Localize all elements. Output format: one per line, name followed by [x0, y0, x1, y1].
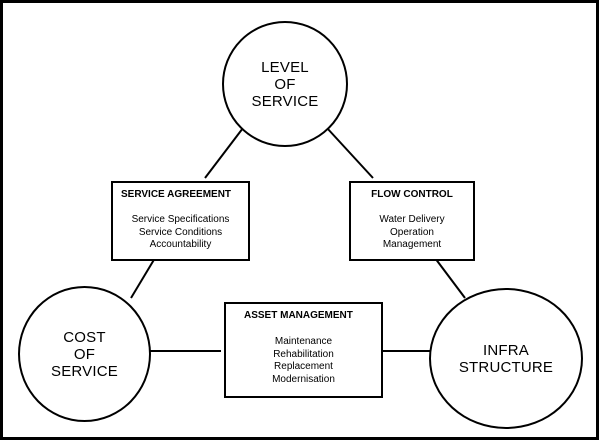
service-agreement-item: Accountability	[149, 239, 212, 250]
connector-lines	[130, 127, 466, 352]
flow-control-title: FLOW CONTROL	[371, 189, 453, 200]
asset-management-item: Rehabilitation	[273, 348, 334, 360]
infrastructure-node: INFRA STRUCTURE	[429, 288, 583, 429]
service-agreement-title: SERVICE AGREEMENT	[121, 189, 232, 200]
infrastructure-line-2: STRUCTURE	[458, 358, 554, 376]
connector-level-to-agreement	[204, 127, 244, 179]
level-of-service-line-1: LEVEL	[261, 58, 309, 76]
asset-management-items: Maintenance Rehabilitation Replacement M…	[226, 336, 381, 386]
asset-management-title: ASSET MANAGEMENT	[244, 310, 353, 321]
flow-control-items: Water Delivery Operation Management	[351, 214, 473, 252]
cost-of-service-label: COST OF SERVICE	[51, 329, 118, 380]
cost-of-service-node: COST OF SERVICE	[18, 286, 151, 422]
service-agreement-items: Service Specifications Service Condition…	[113, 214, 248, 252]
flow-control-item: Water Delivery	[379, 214, 445, 225]
asset-management-item: Modernisation	[272, 373, 335, 385]
cost-of-service-line-2: OF	[73, 345, 96, 363]
level-of-service-label: LEVEL OF SERVICE	[252, 59, 319, 110]
flow-control-item: Management	[382, 239, 442, 250]
service-agreement-item: Service Conditions	[138, 226, 223, 238]
flow-control-item: Operation	[390, 226, 434, 238]
connector-agreement-to-cost	[130, 257, 156, 299]
asset-management-item: Maintenance	[274, 336, 333, 347]
infrastructure-line-1: INFRA	[483, 341, 529, 359]
flow-control-box: FLOW CONTROL Water Delivery Operation Ma…	[349, 181, 475, 261]
asset-management-box: ASSET MANAGEMENT Maintenance Rehabilitat…	[224, 302, 383, 398]
cost-of-service-line-1: COST	[63, 328, 106, 346]
connector-level-to-flow	[326, 127, 374, 179]
service-agreement-box: SERVICE AGREEMENT Service Specifications…	[111, 181, 250, 261]
level-of-service-line-3: SERVICE	[251, 92, 319, 110]
connector-flow-to-infra	[434, 257, 466, 299]
level-of-service-line-2: OF	[274, 75, 296, 93]
asset-management-item: Replacement	[274, 361, 333, 372]
infrastructure-label: INFRA STRUCTURE	[459, 342, 553, 376]
service-agreement-item: Service Specifications	[131, 214, 230, 225]
cost-of-service-line-3: SERVICE	[51, 362, 118, 380]
level-of-service-node: LEVEL OF SERVICE	[222, 21, 348, 147]
